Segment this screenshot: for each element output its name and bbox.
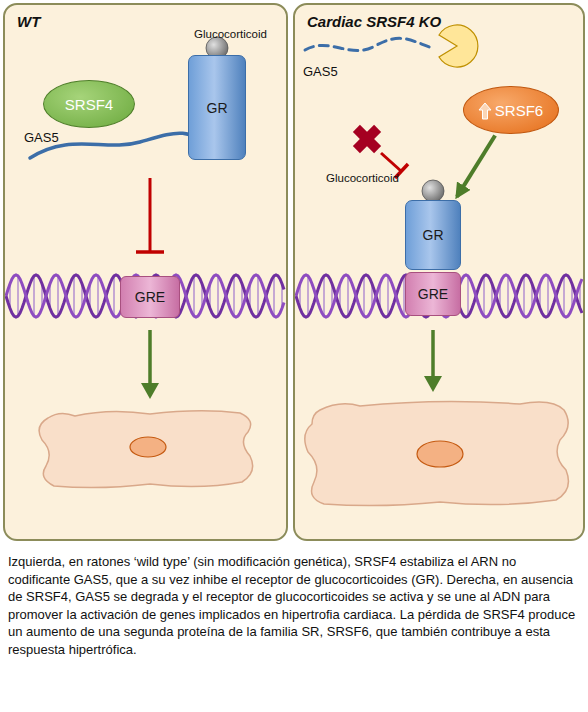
- arrow-head: [141, 383, 159, 399]
- inhibition-line: [149, 178, 152, 252]
- annotation-label: Glucocorticoid: [326, 172, 399, 184]
- node-label: SRSF4: [65, 96, 113, 113]
- panel-title: WT: [17, 13, 40, 30]
- annotation-label: GAS5: [303, 64, 338, 79]
- node-label: GRE: [135, 289, 165, 305]
- degraded-gas5: [305, 38, 432, 50]
- base-pair: [193, 276, 195, 316]
- cardiomyocyte: [39, 411, 253, 488]
- base-pair: [507, 276, 509, 316]
- caption: Izquierda, en ratones ‘wild type’ (sin m…: [8, 553, 580, 658]
- annotation-label: GAS5: [24, 130, 59, 145]
- base-pair: [233, 276, 235, 316]
- panel-ground: [294, 4, 583, 539]
- nucleus: [130, 437, 166, 457]
- panel-ground: [4, 4, 286, 539]
- dna-strand: [6, 275, 284, 317]
- base-pair: [57, 276, 59, 316]
- base-pair: [563, 276, 565, 316]
- node-label: GRE: [418, 286, 448, 302]
- base-pair: [387, 276, 389, 316]
- base-pair: [33, 276, 35, 316]
- receptor-box: GR: [188, 55, 246, 160]
- base-pair: [257, 276, 259, 316]
- base-pair: [547, 276, 549, 316]
- base-pair: [523, 276, 525, 316]
- protein-ellipse: SRSF4: [43, 80, 135, 128]
- arrow-shaft: [148, 330, 152, 385]
- arrow-head: [424, 376, 442, 392]
- base-pair: [467, 276, 469, 316]
- base-pair: [307, 276, 309, 316]
- base-pair: [363, 276, 365, 316]
- node-label: GR: [423, 227, 444, 243]
- node-label: SRSF6: [479, 102, 543, 119]
- increase-arrow-icon: [478, 102, 492, 120]
- panel: WT SRSF4 GR GRE: [3, 3, 288, 541]
- base-pair: [73, 276, 75, 316]
- protein-ellipse: SRSF6: [463, 86, 559, 134]
- response-element: GRE: [405, 272, 461, 316]
- degradation-pacman: [439, 25, 478, 67]
- node-label: GR: [207, 100, 228, 116]
- base-pair: [217, 276, 219, 316]
- base-pair: [113, 276, 115, 316]
- hypertrophic-cardiomyocyte: [305, 401, 569, 505]
- base-pair: [17, 276, 19, 316]
- annotation-label: Glucocorticoid: [194, 28, 267, 40]
- dna-strand: [6, 275, 284, 317]
- receptor-box: GR: [405, 200, 461, 270]
- base-pair: [483, 276, 485, 316]
- response-element: GRE: [120, 276, 180, 318]
- inhibition-line: [381, 153, 401, 171]
- base-pair: [323, 276, 325, 316]
- nucleus: [417, 441, 463, 467]
- base-pair: [347, 276, 349, 316]
- base-pair: [97, 276, 99, 316]
- arrow-shaft: [431, 330, 435, 378]
- base-pair: [273, 276, 275, 316]
- panel-title: Cardiac SRSF4 KO: [307, 13, 441, 30]
- inhibition-bar: [136, 250, 164, 254]
- glucocorticoid-sphere: [422, 180, 444, 202]
- panel: Cardiac SRSF4 KO SRSF6GR GRE: [293, 3, 585, 541]
- activation-arrow: [457, 136, 495, 197]
